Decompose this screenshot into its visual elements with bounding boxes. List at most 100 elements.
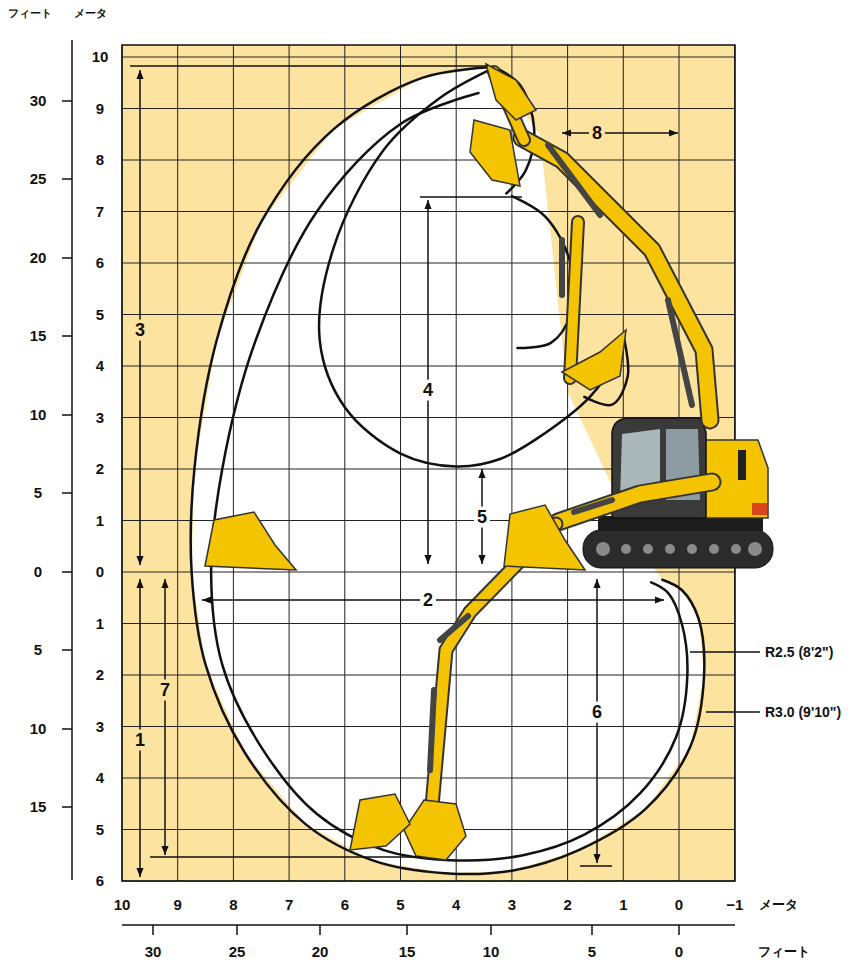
radius-label: R2.5 (8'2") xyxy=(765,645,833,660)
track xyxy=(583,530,773,568)
reference-line xyxy=(130,65,488,67)
axis-label: 3 xyxy=(96,410,104,426)
axis-label: 8 xyxy=(96,152,104,168)
unit-label: メータ xyxy=(759,898,798,912)
axis-tick xyxy=(62,335,72,337)
bucket-cylinder xyxy=(559,240,565,295)
plot-ground xyxy=(122,45,735,881)
axis-label: 5 xyxy=(588,944,596,960)
bucket xyxy=(470,120,520,186)
stick-cylinder xyxy=(548,145,600,215)
leader-line xyxy=(690,651,760,653)
axis-label: 7 xyxy=(285,897,293,913)
stick xyxy=(570,222,578,378)
boom-outline xyxy=(522,138,710,420)
tail-light xyxy=(752,503,767,515)
grid-line xyxy=(122,572,735,573)
unit-label: フィート xyxy=(8,8,52,20)
grid xyxy=(62,40,735,935)
axis-tick xyxy=(62,649,72,651)
axis-label: 9 xyxy=(174,897,182,913)
dimension-arrow xyxy=(139,579,141,877)
callout-number: 6 xyxy=(589,702,605,723)
axis-tick xyxy=(678,925,680,935)
axis-label: 6 xyxy=(96,873,104,889)
boom-outline xyxy=(558,482,712,522)
reference-line xyxy=(150,856,420,858)
axis-label: 10 xyxy=(114,897,131,913)
callout-number: 1 xyxy=(132,730,148,751)
axis-label: 30 xyxy=(145,944,162,960)
unit-label: メータ xyxy=(74,8,107,20)
grid-line xyxy=(177,45,178,881)
axis-label: 0 xyxy=(675,944,683,960)
axis-label: 2 xyxy=(96,461,104,477)
bucket xyxy=(350,794,410,850)
bucket xyxy=(404,800,466,860)
grid-line xyxy=(233,45,234,881)
reach-curve xyxy=(191,67,705,874)
axis-tick xyxy=(236,925,238,935)
grid-line xyxy=(400,45,401,881)
axis-tick xyxy=(152,925,154,935)
axis-label: 5 xyxy=(96,307,104,323)
axis-tick xyxy=(62,100,72,102)
axis-label: 15 xyxy=(399,944,416,960)
radius-label: R3.0 (9'10") xyxy=(765,705,841,720)
bucket xyxy=(562,330,626,390)
grid-line xyxy=(344,45,345,881)
axis-label: 10 xyxy=(483,944,500,960)
bucket-cylinder xyxy=(430,690,434,770)
axis-label: 4 xyxy=(96,358,104,374)
plot-background xyxy=(122,45,735,881)
axis-tick xyxy=(62,806,72,808)
dimension-arrow xyxy=(562,132,678,134)
track-rollers xyxy=(596,542,762,556)
axis-label: 25 xyxy=(30,171,47,187)
bucket xyxy=(504,505,585,570)
reference-line xyxy=(420,196,522,198)
dimension-arrow xyxy=(139,70,141,565)
callout-number: 5 xyxy=(474,507,490,528)
axis-label: 15 xyxy=(30,799,47,815)
axis-tick xyxy=(62,571,72,573)
boom-cylinder xyxy=(668,300,692,405)
callout-number: 7 xyxy=(157,680,173,701)
axis-label: 10 xyxy=(30,721,47,737)
reference-line xyxy=(580,865,612,867)
axis-label: 3 xyxy=(96,719,104,735)
callout-number: 4 xyxy=(420,380,436,401)
axis-tick xyxy=(490,925,492,935)
axis-label: 2 xyxy=(563,897,571,913)
axis-label: 3 xyxy=(508,897,516,913)
dimension-arrow xyxy=(164,579,166,855)
axis-label: 8 xyxy=(229,897,237,913)
axis-label: 1 xyxy=(619,897,627,913)
feet-axis xyxy=(71,40,73,880)
axis-label: 5 xyxy=(396,897,404,913)
axis-tick xyxy=(62,178,72,180)
axis-tick xyxy=(591,925,593,935)
envelope-interior xyxy=(192,67,704,873)
axis-label: 1 xyxy=(96,616,104,632)
callout-number: 3 xyxy=(132,320,148,341)
boom xyxy=(558,482,712,522)
axis-tick xyxy=(62,257,72,259)
grid-line xyxy=(122,675,735,676)
reach-curve xyxy=(319,70,623,467)
axis-label: 5 xyxy=(96,822,104,838)
axis-label: 2 xyxy=(96,667,104,683)
axis-tick xyxy=(406,925,408,935)
axis-label: 0 xyxy=(675,897,683,913)
axis-label: 10 xyxy=(92,49,109,65)
bucket xyxy=(205,512,296,570)
axis-label: 5 xyxy=(34,642,42,658)
excavator-figure xyxy=(205,64,773,860)
grid-line xyxy=(456,45,457,881)
axis-label: −1 xyxy=(726,897,743,913)
grid-line xyxy=(289,45,290,881)
boom-cylinder xyxy=(574,500,612,512)
